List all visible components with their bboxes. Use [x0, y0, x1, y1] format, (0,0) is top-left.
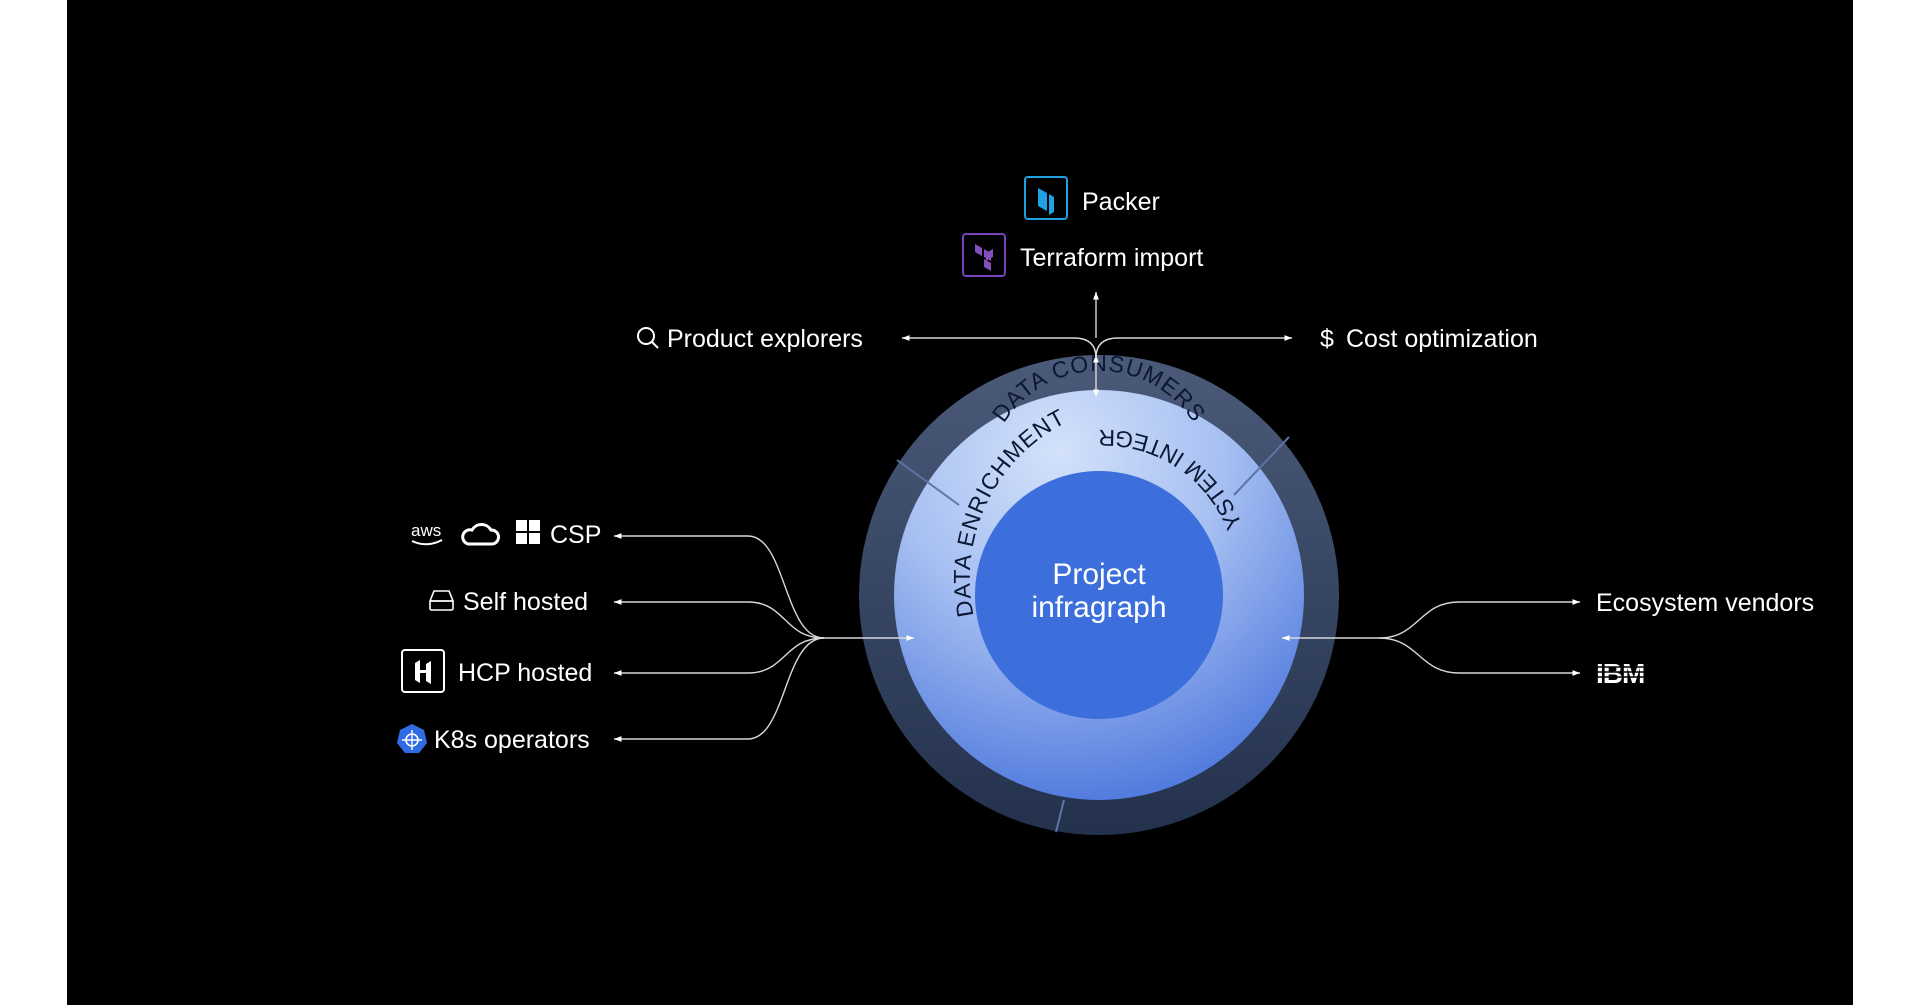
packer-logo-icon — [1024, 176, 1068, 220]
terraform-import-label: Terraform import — [1020, 244, 1203, 272]
product-explorers-label: Product explorers — [667, 325, 863, 353]
google-cloud-icon — [461, 523, 500, 546]
drive-icon — [428, 590, 455, 611]
center-title-line1: Project — [1052, 558, 1146, 591]
core-circle — [975, 471, 1223, 719]
kubernetes-icon — [397, 724, 427, 753]
windows-icon — [516, 520, 540, 544]
search-icon — [637, 327, 659, 349]
connector-product-explorers — [902, 335, 1097, 359]
csp-label: CSP — [550, 521, 601, 549]
svg-text:aws: aws — [411, 521, 441, 540]
diagram-background: DATA CONSUMERS DATA ENRICHMENT ECOSYSTEM… — [67, 0, 1853, 1005]
packer-label: Packer — [1082, 188, 1160, 216]
dollar-icon: $ — [1320, 325, 1334, 353]
ring-divider — [1055, 799, 1065, 833]
hashicorp-logo-icon — [401, 649, 445, 693]
terraform-logo-icon — [962, 233, 1006, 277]
ibm-logo-icon: IBM — [1596, 658, 1644, 689]
connector-ibm — [1378, 637, 1580, 676]
connector-cost-optimization — [1095, 335, 1292, 359]
ecosystem-vendors-label: Ecosystem vendors — [1596, 589, 1814, 617]
center-title-line2: infragraph — [1031, 591, 1166, 624]
connector-self-hosted — [614, 599, 825, 639]
hcp-hosted-label: HCP hosted — [458, 659, 592, 687]
k8s-operators-label: K8s operators — [434, 726, 590, 754]
aws-logo-icon: aws — [411, 521, 443, 546]
infragraph-diagram: DATA CONSUMERS DATA ENRICHMENT ECOSYSTEM… — [125, 0, 1814, 835]
cost-optimization-label: Cost optimization — [1346, 325, 1538, 353]
self-hosted-label: Self hosted — [463, 588, 588, 616]
ring-divider — [1233, 436, 1290, 496]
ring-divider — [896, 459, 960, 506]
connector-csp — [614, 533, 914, 641]
ibm-stripes — [1592, 666, 1664, 678]
connector-k8s — [614, 637, 825, 742]
connector-hcp-hosted — [614, 637, 825, 676]
